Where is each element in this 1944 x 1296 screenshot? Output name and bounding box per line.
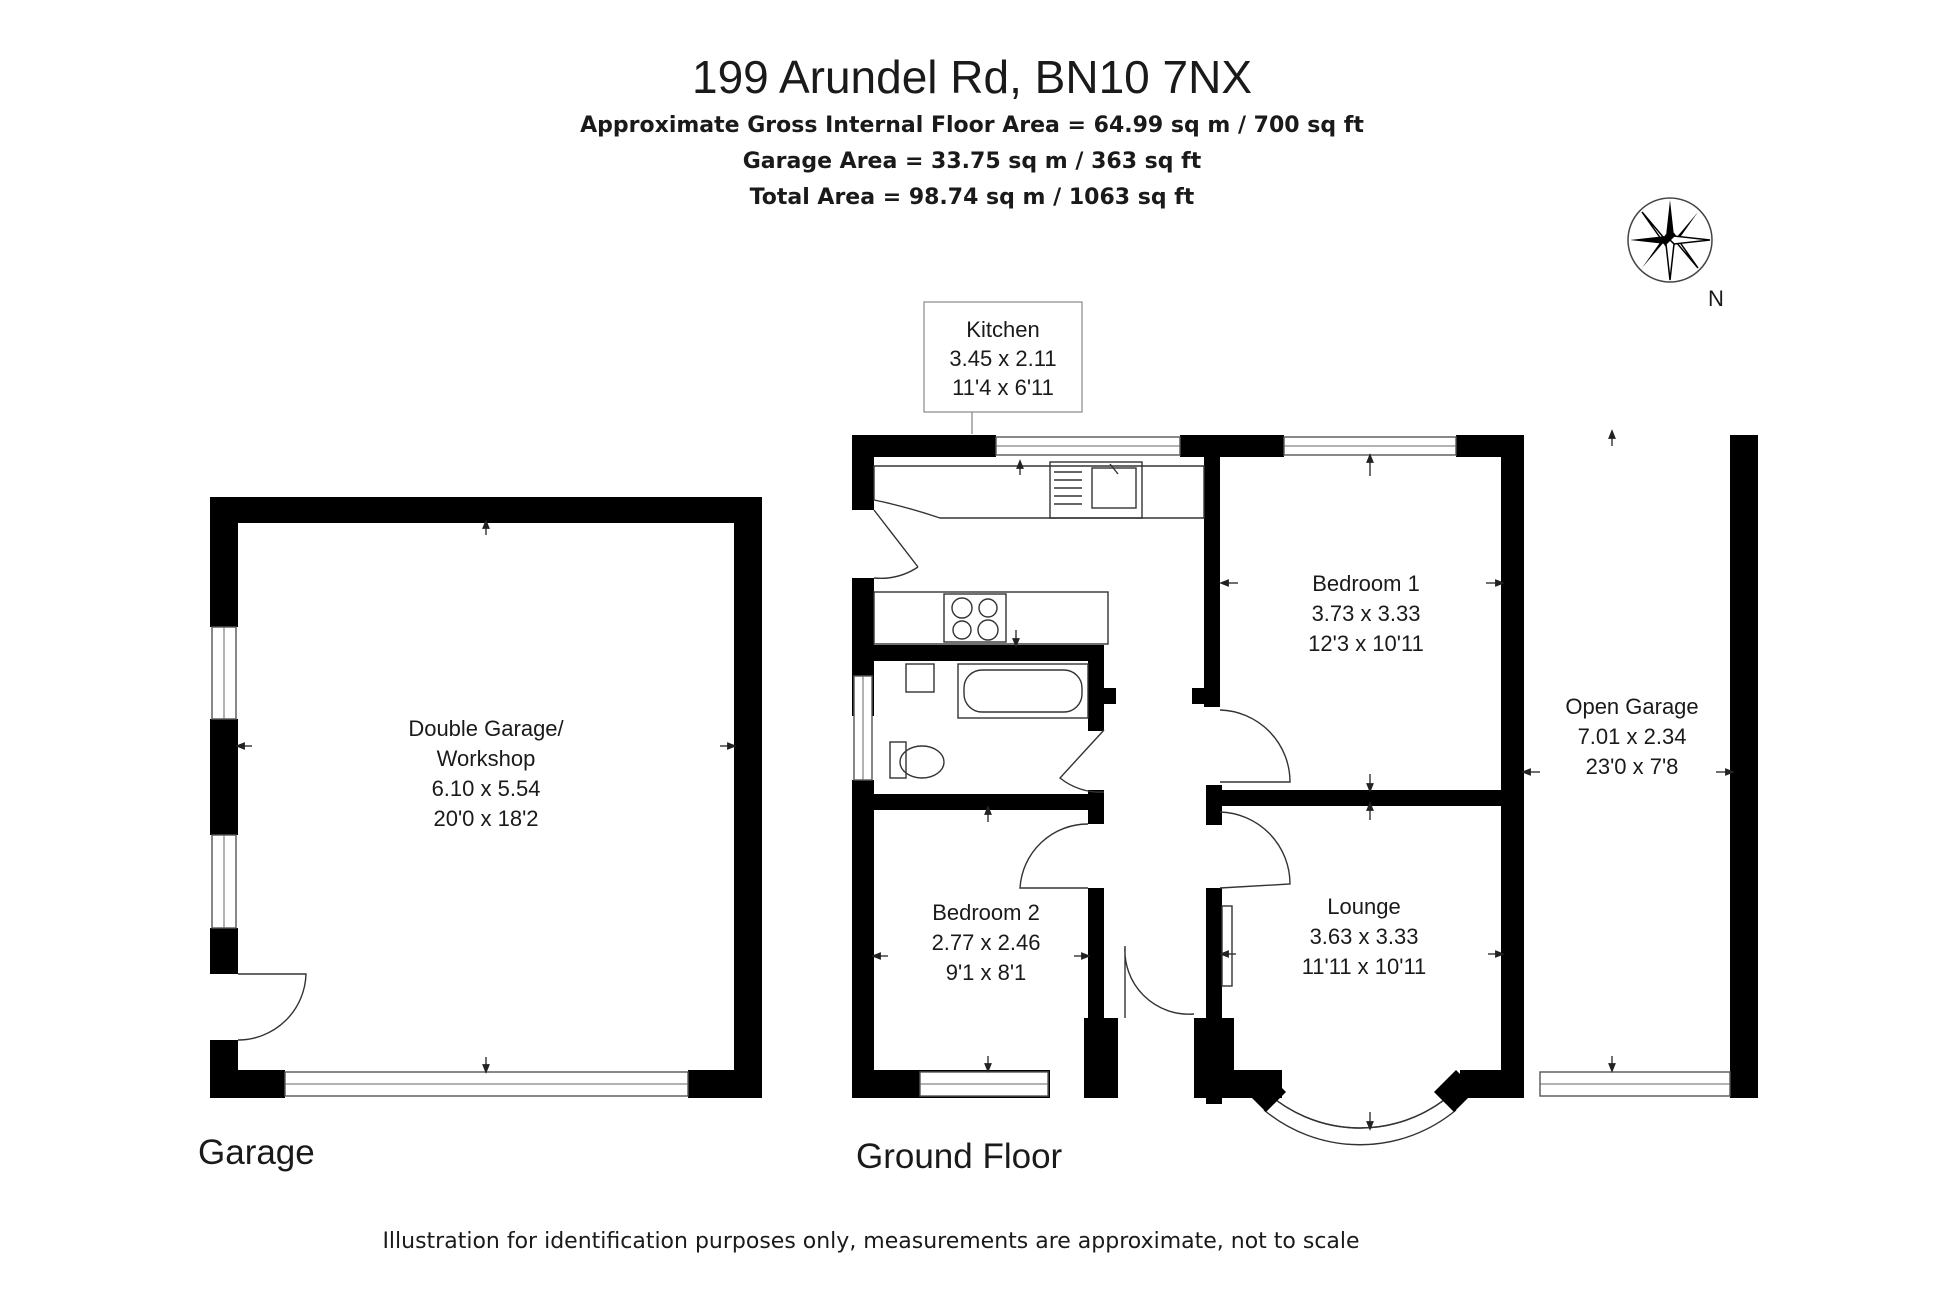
ground-floor-section-label: Ground Floor — [856, 1137, 1063, 1176]
double-garage-windows — [211, 626, 689, 1097]
bedroom1-metric: 3.73 x 3.33 — [1312, 601, 1421, 626]
bedroom2-imperial: 9'1 x 8'1 — [946, 960, 1027, 985]
double-garage-imperial: 20'0 x 18'2 — [433, 806, 538, 831]
disclaimer: Illustration for identification purposes… — [382, 1229, 1359, 1254]
garage-area: Garage Area = 33.75 sq m / 363 sq ft — [742, 149, 1202, 174]
property-address-title: 199 Arundel Rd, BN10 7NX — [691, 51, 1253, 103]
open-garage-name: Open Garage — [1565, 694, 1698, 719]
bedroom1-imperial: 12'3 x 10'11 — [1308, 631, 1424, 656]
kitchen-label-box — [923, 301, 1083, 413]
lounge-imperial: 11'11 x 10'11 — [1302, 954, 1427, 979]
compass-rose-icon — [1627, 197, 1713, 283]
garage-section-label: Garage — [198, 1133, 315, 1172]
kitchen-metric: 3.45 x 2.11 — [949, 346, 1056, 371]
bay-window — [1244, 1070, 1476, 1146]
double-garage-dimension-arrows — [235, 519, 737, 1074]
kitchen-name: Kitchen — [966, 317, 1039, 342]
ground-floor-dimension-arrows — [871, 429, 1735, 1131]
garage-door-swing — [237, 973, 307, 1041]
kitchen-fittings — [873, 461, 1205, 645]
gross-internal-area: Approximate Gross Internal Floor Area = … — [580, 113, 1364, 138]
double-garage-name-line1: Double Garage/ — [408, 716, 564, 741]
bedroom2-name: Bedroom 2 — [932, 900, 1040, 925]
bedroom1-name: Bedroom 1 — [1312, 571, 1420, 596]
double-garage-name-line2: Workshop — [437, 746, 536, 771]
door-swings — [873, 509, 1291, 1018]
bedroom2-metric: 2.77 x 2.46 — [932, 930, 1041, 955]
kitchen-imperial: 11'4 x 6'11 — [952, 375, 1054, 400]
lounge-name: Lounge — [1327, 894, 1400, 919]
open-garage-imperial: 23'0 x 7'8 — [1586, 754, 1679, 779]
double-garage-metric: 6.10 x 5.54 — [432, 776, 541, 801]
lounge-metric: 3.63 x 3.33 — [1310, 924, 1419, 949]
total-area: Total Area = 98.74 sq m / 1063 sq ft — [749, 185, 1195, 210]
double-garage-walls — [210, 497, 762, 1098]
ground-floor-windows — [853, 436, 1731, 1097]
open-garage-metric: 7.01 x 2.34 — [1578, 724, 1687, 749]
bathroom-fittings — [889, 663, 1089, 779]
compass-north-label: N — [1708, 286, 1724, 311]
